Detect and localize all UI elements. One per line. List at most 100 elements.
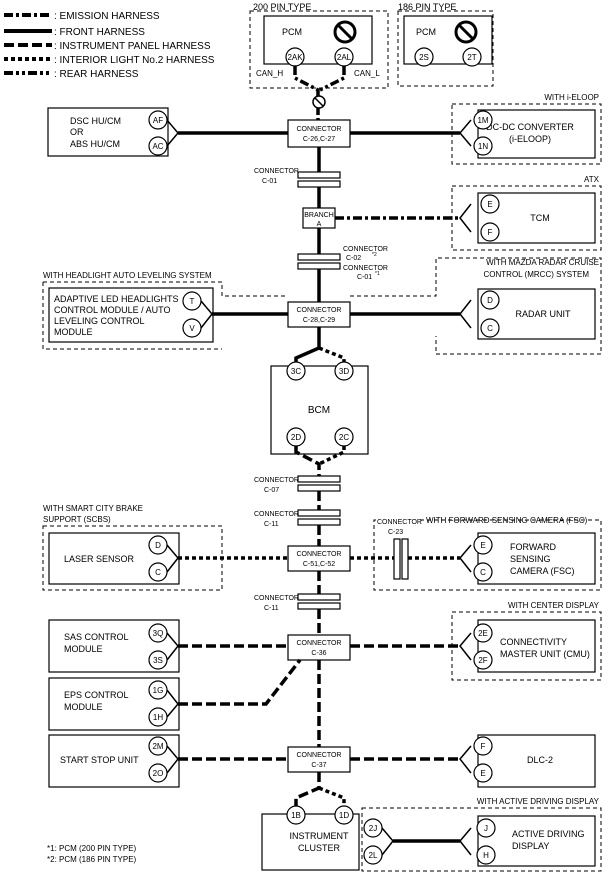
pin-3s-label: 3S — [153, 656, 163, 665]
pcm-200-type-label: 200 PIN TYPE — [253, 2, 311, 12]
headlight-label-4: MODULE — [54, 327, 93, 337]
pin-af-label: AF — [153, 116, 163, 125]
pin-1b-label: 1B — [291, 811, 301, 820]
laser-option-label-2: SUPPORT (SCBS) — [43, 515, 111, 524]
c01-label-1: CONNECTOR — [254, 168, 299, 175]
pin-f — [480, 222, 500, 242]
pin-1m-label: 1M — [477, 116, 488, 125]
dlc-box — [477, 734, 596, 788]
c23-label-2: C-23 — [388, 529, 403, 536]
cmu-box — [477, 619, 596, 673]
c26-label-1: CONNECTOR — [297, 126, 342, 133]
sas-group: SAS CONTROL MODULE 3Q 3S — [48, 619, 180, 673]
fsc-option-frame — [373, 519, 602, 591]
fsc-option-label: WITH FORWARD SENSING CAMERA (FSC) — [426, 516, 588, 525]
c23-label-1: CONNECTOR — [377, 519, 422, 526]
pcm-harness — [293, 66, 346, 120]
pin-1g-label: 1G — [153, 686, 164, 695]
connector-c07: CONNECTOR C-07 — [254, 475, 341, 494]
headlight-label-1: ADAPTIVE LED HEADLIGHTS — [54, 294, 179, 304]
twisted-pair-icon — [312, 95, 326, 109]
dsc-hu-cm-group: DSC HU/CM OR ABS HU/CM AF AC — [47, 107, 179, 157]
c11a-label-2: C-11 — [264, 521, 279, 528]
c01-label-2: C-01 — [262, 178, 277, 185]
c51-label-2: C-51,C-52 — [303, 561, 335, 568]
pin-e-label: E — [480, 541, 485, 550]
pin-2o-label: 2O — [153, 769, 164, 778]
pin-2s — [414, 47, 434, 67]
pin-e — [473, 535, 493, 555]
connector-c28-c29: CONNECTOR C-28,C-29 — [287, 301, 351, 328]
legend: : EMISSION HARNESS : FRONT HARNESS : INS… — [4, 11, 215, 80]
pin-h-label: H — [483, 851, 489, 860]
pin-2al-label: 2AL — [337, 53, 352, 62]
c02-note: *2 — [372, 252, 377, 258]
start-stop-group: START STOP UNIT 2M 2O — [48, 734, 180, 788]
fsc-label-1: FORWARD — [510, 542, 556, 552]
pcm-200-option-frame — [249, 10, 389, 89]
pin-t-label: T — [190, 297, 195, 306]
cmu-label-1: CONNECTIVITY — [500, 637, 567, 647]
dlc-group: DLC-2 F E — [459, 734, 596, 788]
radar-option-frame — [350, 257, 602, 355]
pcm-186-title: PCM — [416, 27, 436, 37]
tcm-option-frame — [451, 185, 602, 251]
pcm-186-type-label: 186 PIN TYPE — [398, 2, 456, 12]
connector-c11-lower: CONNECTOR C-11 — [254, 593, 341, 612]
c01b-label-1: CONNECTOR — [343, 265, 388, 272]
pcm-200-pin-group: 200 PIN TYPE PCM 2AK 2AL CAN_H CAN_L — [249, 2, 389, 89]
pin-f — [473, 736, 493, 756]
legend-instrument: : INSTRUMENT PANEL HARNESS — [54, 41, 211, 52]
c02-label-2: C-02 — [346, 255, 361, 262]
fsc-group: CONNECTOR C-23 WITH FORWARD SENSING CAME… — [373, 516, 602, 591]
pin-c-label: C — [487, 324, 493, 333]
dcdc-option-frame — [451, 103, 602, 165]
cmu-label-2: MASTER UNIT (CMU) — [500, 649, 590, 659]
add-label-1: ACTIVE DRIVING — [512, 829, 585, 839]
dcdc-converter-group: WITH i-ELOOP DC-DC CONVERTER (i-ELOOP) 1… — [451, 93, 602, 165]
pin-v-label: V — [189, 324, 195, 333]
fsc-box — [477, 532, 596, 585]
footnote-1: *1: PCM (200 PIN TYPE) — [47, 844, 137, 853]
start-stop-label: START STOP UNIT — [60, 755, 139, 765]
bcm-label: BCM — [308, 405, 330, 416]
connector-c01: CONNECTOR C-01 — [254, 168, 341, 188]
dsc-box — [47, 107, 169, 157]
c11b-label-2: C-11 — [264, 605, 279, 612]
cluster-label-1: INSTRUMENT — [290, 831, 349, 841]
eps-harness — [178, 658, 302, 706]
c36-label-2: C-36 — [311, 650, 326, 657]
legend-emission: : EMISSION HARNESS — [54, 11, 160, 22]
dcdc-label-1: DC-DC CONVERTER — [486, 122, 574, 132]
legend-interior: : INTERIOR LIGHT No.2 HARNESS — [54, 55, 215, 66]
pin-2ak-label: 2AK — [287, 53, 303, 62]
headlight-option-label: WITH HEADLIGHT AUTO LEVELING SYSTEM — [43, 271, 212, 280]
headlight-label-3: LEVELING CONTROL — [54, 316, 145, 326]
add-option-frame — [361, 807, 602, 872]
cmu-option-frame — [451, 611, 602, 681]
radar-group: WITH MAZDA RADAR CRUISE CONTROL (MRCC) S… — [350, 257, 602, 355]
pin-3d-label: 3D — [339, 367, 349, 376]
pin-1d — [334, 805, 354, 825]
dcdc-box — [477, 109, 596, 159]
c26-label-2: C-26,C-27 — [303, 136, 335, 143]
pin-3c-label: 3C — [291, 367, 301, 376]
pin-2t-label: 2T — [467, 53, 476, 62]
connector-c37: CONNECTOR C-37 — [287, 746, 351, 773]
prohibited-icon — [454, 20, 478, 44]
pin-e-label: E — [487, 200, 492, 209]
dsc-label-2: OR — [70, 127, 84, 137]
connector-c36: CONNECTOR C-36 — [287, 634, 351, 661]
branch-label-2: A — [317, 221, 322, 228]
pin-c-label: C — [480, 568, 486, 577]
tcm-option-label: ATX — [584, 175, 600, 184]
pin-d-label: D — [487, 296, 493, 305]
eps-label-1: EPS CONTROL — [64, 690, 129, 700]
bcm-group: BCM 3C 3D 2D 2C — [270, 361, 369, 455]
cluster-label-2: CLUSTER — [298, 843, 341, 853]
sas-label-1: SAS CONTROL — [64, 632, 129, 642]
pin-j-label: J — [484, 824, 488, 833]
headlight-group: WITH HEADLIGHT AUTO LEVELING SYSTEM ADAP… — [42, 271, 288, 350]
pin-d-label: D — [155, 541, 161, 550]
